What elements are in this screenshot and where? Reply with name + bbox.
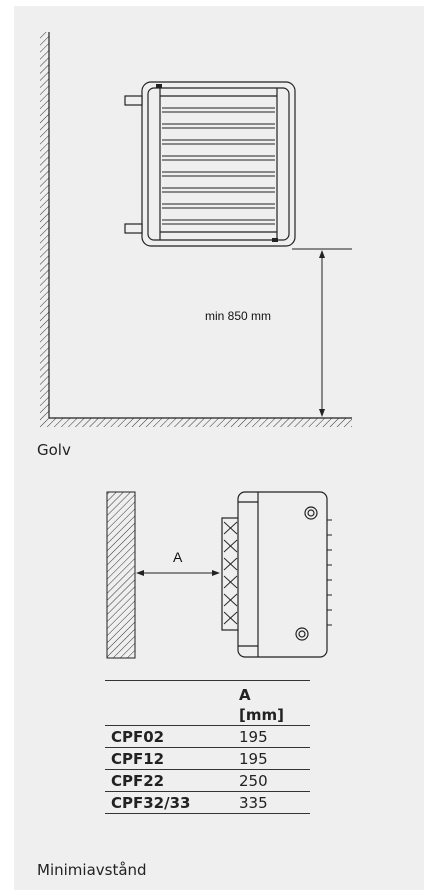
- table-header-model: [105, 680, 233, 726]
- side-wall-hatching: [106, 491, 136, 659]
- value-cell: 195: [233, 747, 310, 770]
- header-a-line1: A: [239, 686, 251, 704]
- floor-hatching: [40, 417, 352, 427]
- height-label: min 850 mm: [205, 309, 272, 323]
- model-cell: CPF02: [105, 725, 233, 748]
- value-cell: 250: [233, 769, 310, 792]
- table-row: CPF32/33 335: [105, 791, 310, 814]
- heater-side-view: [221, 491, 332, 658]
- pipe-connections: [124, 95, 143, 234]
- model-cell: CPF32/33: [105, 791, 233, 814]
- value-cell: 335: [233, 791, 310, 814]
- clearance-label: A: [173, 549, 183, 565]
- heater-front-view: [124, 81, 296, 247]
- header-a-line2: [mm]: [239, 706, 284, 724]
- caption: Minimiavstånd: [37, 861, 147, 879]
- table-header-a: A [mm]: [233, 680, 310, 726]
- height-dimension: [292, 248, 352, 417]
- wall-hatching: [40, 32, 50, 418]
- table-header-row: A [mm]: [105, 680, 310, 726]
- value-cell: 195: [233, 725, 310, 748]
- table-row: CPF12 195: [105, 747, 310, 770]
- model-cell: CPF12: [105, 747, 233, 770]
- floor-label: Golv: [37, 441, 71, 459]
- clearance-dimension: [136, 570, 220, 576]
- clearance-table: A [mm] CPF02 195 CPF12 195 CPF22 250 CPF…: [105, 680, 310, 814]
- louvres: [162, 107, 275, 225]
- table-row: CPF22 250: [105, 769, 310, 792]
- table-row: CPF02 195: [105, 725, 310, 748]
- model-cell: CPF22: [105, 769, 233, 792]
